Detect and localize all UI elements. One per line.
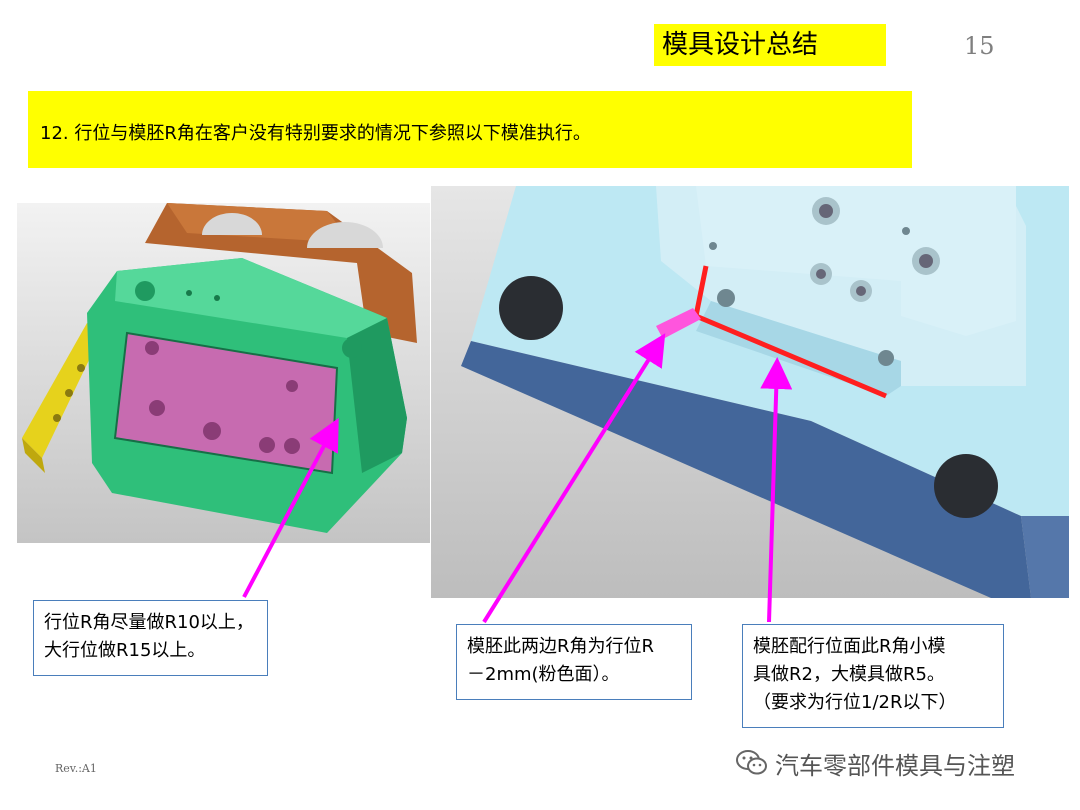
- callout-slider-radius: 行位R角尽量做R10以上， 大行位做R15以上。: [33, 600, 268, 676]
- mold-base-image: [431, 186, 1069, 598]
- callout-mating-face: 模胚配行位面此R角小模 具做R2，大模具做R5。 （要求为行位1/2R以下）: [742, 624, 1004, 728]
- callout-line: 具做R2，大模具做R5。: [753, 664, 945, 685]
- callout-line: 模胚此两边R角为行位R: [467, 636, 655, 657]
- brand-name: 汽车零部件模具与注塑: [775, 751, 1015, 780]
- brand-footer: 汽车零部件模具与注塑: [735, 747, 1015, 780]
- callout-mold-base-edge: 模胚此两边R角为行位R －2mm(粉色面）。: [456, 624, 692, 700]
- callout-line: 大行位做R15以上。: [44, 640, 206, 661]
- callout-line: 模胚配行位面此R角小模: [753, 636, 946, 657]
- rule-banner: 12. 行位与模胚R角在客户没有特别要求的情况下参照以下模准执行。: [28, 91, 912, 168]
- page-number: 15: [964, 32, 995, 60]
- callout-line: （要求为行位1/2R以下）: [753, 692, 957, 713]
- revision-label: Rev.:A1: [55, 762, 97, 775]
- page-title: 模具设计总结: [654, 24, 886, 66]
- wechat-icon: [736, 750, 767, 775]
- callout-line: －2mm(粉色面）。: [467, 664, 620, 685]
- callout-line: 行位R角尽量做R10以上，: [44, 612, 254, 633]
- slider-assembly-image: [17, 203, 430, 543]
